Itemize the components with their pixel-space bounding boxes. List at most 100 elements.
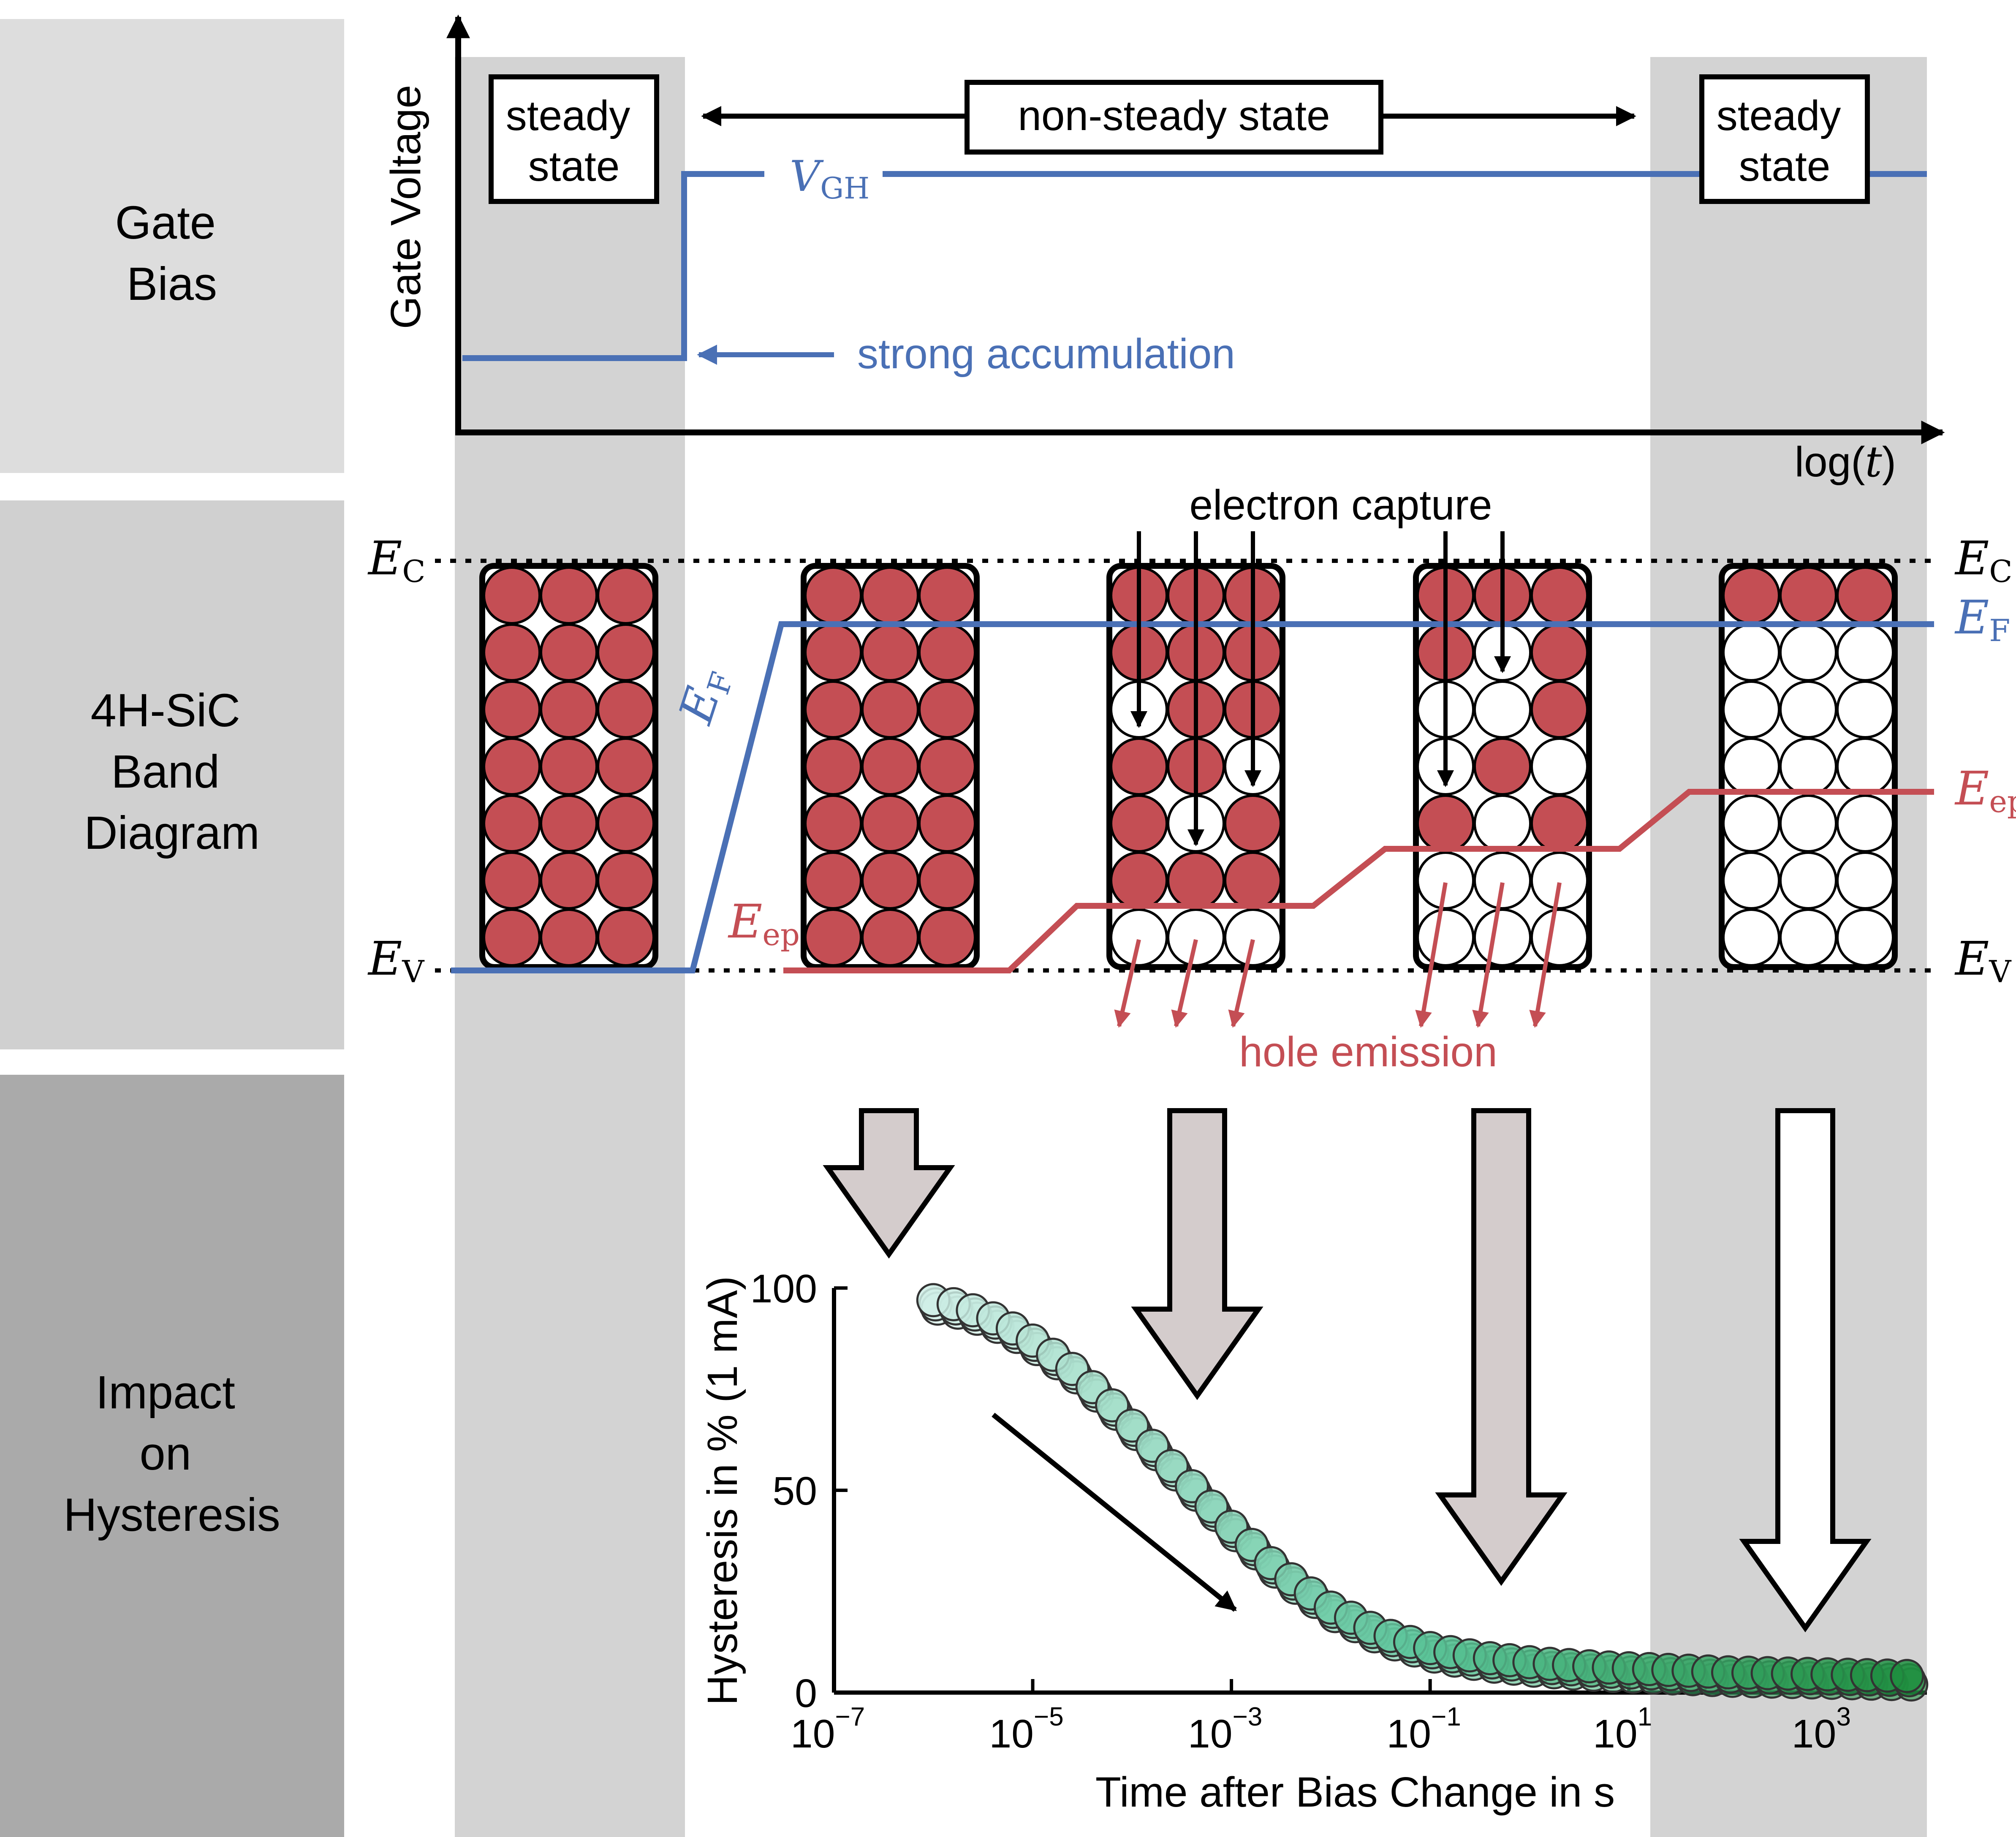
trap-state-circle-icon [918, 737, 976, 796]
trap-state-circle-icon [1779, 851, 1837, 910]
trap-state-circle-icon [804, 851, 862, 910]
hole-emission-arrow-icon [1415, 882, 1448, 1028]
ev-main: E [367, 932, 402, 986]
trap-state-circle-icon [1110, 737, 1168, 796]
trap-state-circle-icon [1836, 851, 1894, 910]
trap-state-circle-icon [1110, 794, 1168, 853]
row-label-line: Gate [115, 197, 215, 249]
trap-state-circle-icon [483, 851, 541, 910]
trap-state-circle-icon [1167, 851, 1225, 910]
trap-state-circle-icon [597, 566, 655, 625]
x-tick-exp: 1 [1638, 1702, 1652, 1731]
trap-state-circle-icon [1530, 737, 1589, 796]
transition-arrow-2-icon [1131, 1108, 1263, 1400]
trap-state-circle-icon [1224, 794, 1282, 853]
trap-state-circle-icon [1473, 794, 1532, 853]
trend-arrow-icon [992, 1413, 1237, 1612]
trap-state-circle-icon [540, 908, 598, 967]
trap-state-circle-icon [1530, 680, 1589, 739]
trap-column [479, 563, 658, 970]
trap-state-circle-icon [1110, 908, 1168, 967]
trap-state-circle-icon [1779, 680, 1837, 739]
non-steady-label: non-steady state [1018, 92, 1330, 139]
hole-emission-arrow-icon [1171, 939, 1198, 1028]
row-label-gate-bias: Gate Bias [115, 197, 228, 310]
ep-sub: ep [1989, 784, 2016, 819]
row-label-line: Hysteresis [63, 1489, 280, 1541]
row-label-line: 4H-SiC [90, 685, 240, 736]
chart-y-label: Hysteresis in % (1 mA) [699, 1276, 746, 1706]
ep-label-left: Eep [728, 894, 800, 952]
trap-state-circle-icon [1530, 908, 1589, 967]
trap-state-circle-icon [861, 908, 919, 967]
trap-state-circle-icon [483, 794, 541, 853]
trap-state-circle-icon [1473, 908, 1532, 967]
trap-state-circle-icon [1836, 794, 1894, 853]
row-panel-hysteresis [0, 1075, 344, 1837]
steady-line: steady [1717, 92, 1841, 139]
ec-label-right: EC [1954, 531, 2012, 589]
trap-state-circle-icon [861, 794, 919, 853]
y-tick-label: 50 [772, 1469, 817, 1514]
trap-state-circle-icon [1779, 794, 1837, 853]
trap-state-circle-icon [1530, 566, 1589, 625]
trap-state-circle-icon [483, 566, 541, 625]
trap-state-circle-icon [1836, 908, 1894, 967]
strong-accumulation-label: strong accumulation [857, 330, 1235, 378]
trap-state-circle-icon [861, 680, 919, 739]
trap-state-circle-icon [1167, 908, 1225, 967]
trap-state-circle-icon [1722, 737, 1780, 796]
hole-emission-arrow-icon [1529, 882, 1562, 1028]
steady-line: steady [506, 92, 630, 139]
row-label-line: Bias [127, 258, 217, 310]
x-tick-base: 10 [989, 1712, 1034, 1756]
steady-line: state [1739, 143, 1831, 190]
x-tick-label: 10−5 [989, 1702, 1063, 1756]
vgh-label-bg [764, 144, 883, 207]
trap-state-circle-icon [597, 680, 655, 739]
trap-state-circle-icon [1836, 737, 1894, 796]
x-tick-label: 103 [1792, 1702, 1851, 1756]
row-panel-band-diagram [0, 500, 344, 1049]
t-variable: t [1865, 437, 1883, 486]
trap-state-circle-icon [918, 908, 976, 967]
trap-state-circle-icon [1530, 623, 1589, 682]
vgh-main: V [790, 152, 824, 201]
x-tick-base: 10 [1593, 1712, 1638, 1756]
trap-columns [479, 563, 1898, 970]
trap-state-circle-icon [804, 908, 862, 967]
row-label-line: on [140, 1428, 191, 1480]
row-label-line: Band [111, 746, 220, 798]
trap-state-circle-icon [483, 737, 541, 796]
trap-state-circle-icon [540, 566, 598, 625]
ec-main: E [1954, 531, 1989, 585]
ev-label-left: EV [367, 932, 425, 989]
vgh-sub: GH [820, 171, 869, 206]
trap-state-circle-icon [1530, 794, 1589, 853]
transition-arrows [823, 1108, 1872, 1633]
trap-state-circle-icon [1722, 680, 1780, 739]
trap-state-circle-icon [918, 566, 976, 625]
data-point [1890, 1659, 1924, 1693]
hole-emission-arrow-icon [1472, 882, 1505, 1028]
ef-label-right: EF [1954, 590, 2010, 648]
trap-state-circle-icon [1224, 908, 1282, 967]
x-tick-label: 101 [1593, 1702, 1652, 1756]
trap-state-circle-icon [1779, 566, 1837, 625]
band-edges [435, 559, 1934, 973]
ef-main: E [1954, 590, 1989, 644]
ef-sub: F [1989, 613, 2010, 648]
steady-state-label-left: steady state [506, 92, 642, 190]
ep-level-line [783, 789, 1934, 973]
steady-state-box-right [1699, 74, 1870, 204]
trap-state-circle-icon [483, 623, 541, 682]
trap-state-circle-icon [918, 794, 976, 853]
trap-state-circle-icon [804, 680, 862, 739]
x-tick-base: 10 [1188, 1712, 1233, 1756]
trap-state-circle-icon [1722, 623, 1780, 682]
ec-sub: C [1989, 554, 2012, 589]
ep-label-right: Eep [1954, 761, 2016, 819]
trap-state-circle-icon [1836, 566, 1894, 625]
trap-state-circle-icon [861, 623, 919, 682]
x-tick-exp: −3 [1233, 1702, 1263, 1731]
